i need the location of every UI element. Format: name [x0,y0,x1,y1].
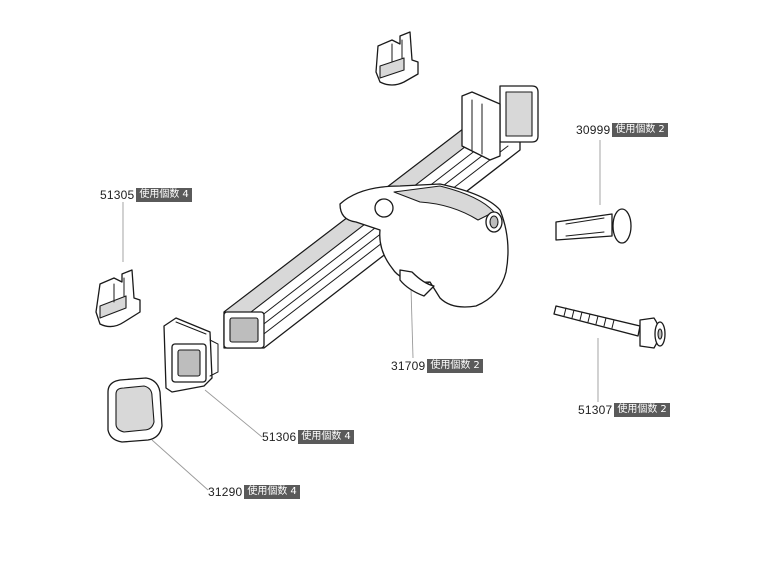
qty-label: 使用個数 [615,124,656,135]
leader-31290 [151,439,209,491]
qty-label: 使用個数 [430,360,471,371]
foot-31709 [339,183,509,308]
pin-head [612,208,632,244]
qty-value-51307: 2 [660,404,667,415]
clip-51305-left [95,269,141,328]
leader-31709 [410,287,414,359]
qty-label: 使用個数 [247,486,288,497]
leader-51306 [204,389,263,438]
bolt-51307 [553,305,666,349]
qty-value-31290: 4 [290,486,297,497]
qty-label: 使用個数 [139,189,180,200]
qty-value-30999: 2 [658,124,665,135]
part-number-51307: 51307 [578,403,613,417]
qty-label: 使用個数 [301,431,342,442]
part-number-31290: 31290 [208,485,243,499]
pin-30999 [555,208,632,244]
qty-value-51306: 4 [344,431,351,442]
leader-lines [122,140,601,491]
part-number-31709: 31709 [391,359,426,373]
foot-bolt-head [374,198,394,218]
qty-value-51305: 4 [182,189,189,200]
clip-51306 [163,317,219,393]
part-number-51306: 51306 [262,430,297,444]
clip-51305-upper [375,31,419,86]
pin-shaft [555,213,613,241]
qty-value-31709: 2 [473,360,480,371]
qty-label: 使用個数 [617,404,658,415]
end-cap-31290 [107,377,163,443]
clip-left-body [95,269,141,328]
part-number-30999: 30999 [576,123,611,137]
part-number-51305: 51305 [100,188,135,202]
